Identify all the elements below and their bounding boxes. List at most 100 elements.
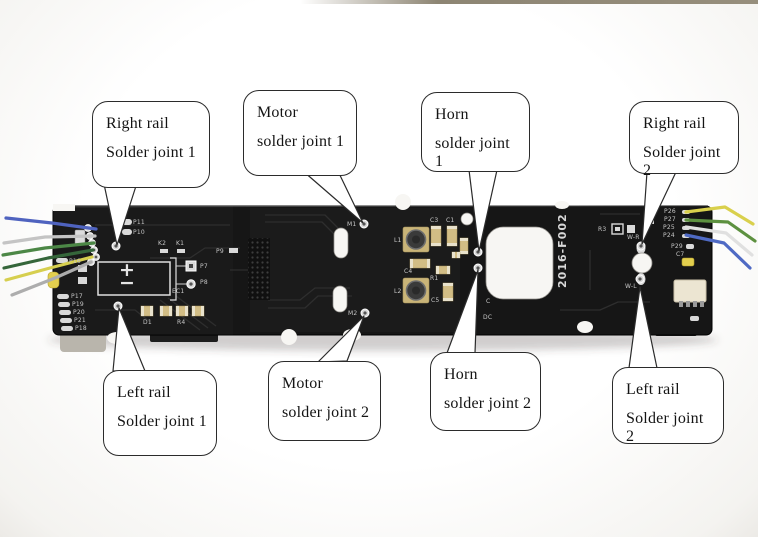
silk-label-p7: P7 xyxy=(200,263,208,270)
left-wire-gray2 xyxy=(10,260,93,297)
callout-text-line: Horn xyxy=(444,366,478,383)
silk-label-c7: C7 xyxy=(676,251,684,258)
silk-label-p16: P16 xyxy=(69,258,81,265)
right-wire-blue xyxy=(684,233,752,270)
callout-text-line: Solder joint 1 xyxy=(117,413,207,430)
callout-horn-solder-joint-1: Horn solder joint 1 xyxy=(421,92,530,172)
solder-joint-right-rail-solder-joint-2 xyxy=(636,241,646,251)
silk-label-c3: C3 xyxy=(430,217,438,224)
silk-label-p17: P17 xyxy=(71,293,83,300)
callout-motor-solder-joint-2: Motor solder joint 2 xyxy=(268,361,381,441)
board-part-number: 2016-F002 xyxy=(556,213,569,288)
callout-text-line: Motor xyxy=(282,375,323,392)
silk-label-c5: C5 xyxy=(431,297,439,304)
battery-plus-symbol: + xyxy=(119,259,135,281)
smd-component xyxy=(451,251,461,259)
callout-text-line: Solder joint 2 xyxy=(643,144,721,179)
board-cutout-speaker xyxy=(485,226,554,300)
silk-label-p8: P8 xyxy=(200,279,208,286)
solder-joint-right-rail-solder-joint-1 xyxy=(111,241,121,251)
battery-outline xyxy=(97,261,171,296)
silk-label-w-r: W-R xyxy=(627,234,640,241)
solder-joint-motor-solder-joint-2 xyxy=(360,308,370,318)
callout-motor-solder-joint-1: Motor solder joint 1 xyxy=(243,90,357,176)
smd-component xyxy=(435,265,451,275)
smd-component xyxy=(446,225,458,247)
inductor xyxy=(402,226,430,253)
callout-text-line: Left rail xyxy=(117,384,171,401)
callout-text-line: solder joint 1 xyxy=(435,135,510,170)
silk-label-p20: P20 xyxy=(73,309,85,316)
silk-label-p18: P18 xyxy=(75,325,87,332)
silk-label-p24: P24 xyxy=(663,232,675,239)
silk-label-p21: P21 xyxy=(74,317,86,324)
silk-label-p19: P19 xyxy=(72,301,84,308)
smd-component xyxy=(140,305,154,317)
wire-connector xyxy=(673,279,707,307)
photo-edge-strip xyxy=(300,0,758,4)
silk-label-l1: L1 xyxy=(394,237,402,244)
silk-label-p27: P27 xyxy=(664,216,676,223)
silk-label-k2: K2 xyxy=(158,240,166,247)
board-hole xyxy=(631,252,653,274)
smd-component xyxy=(191,305,205,317)
callout-text-line: Motor xyxy=(257,104,298,121)
silk-label-d1: D1 xyxy=(143,319,152,326)
left-wire-yellow xyxy=(4,255,94,282)
silk-label-dc: DC xyxy=(483,314,492,321)
silk-label-r1: R1 xyxy=(430,275,438,282)
battery-minus-symbol: − xyxy=(119,272,135,294)
inductor xyxy=(402,277,430,304)
silk-label-c4: C4 xyxy=(404,268,412,275)
callout-horn-solder-joint-2: Horn solder joint 2 xyxy=(430,352,541,431)
silk-label-p11: P11 xyxy=(133,219,145,226)
solder-pad xyxy=(186,279,196,289)
callout-text-line: solder joint 2 xyxy=(444,395,532,412)
solder-joint-left-rail-solder-joint-1 xyxy=(113,301,123,311)
callout-text-line: Right rail xyxy=(106,115,169,132)
silk-label-w-l: W-L xyxy=(625,283,637,290)
silk-label-r4: R4 xyxy=(177,319,185,326)
silk-label-ec1: EC1 xyxy=(172,288,184,295)
silk-label-p10: P10 xyxy=(133,229,145,236)
smd-component xyxy=(409,258,431,269)
right-wire-green xyxy=(684,218,757,243)
solder-joint-left-rail-solder-joint-2 xyxy=(635,274,645,284)
silk-label-p9: P9 xyxy=(216,248,224,255)
callout-text-line: solder joint 2 xyxy=(282,404,370,421)
silk-label-k1: K1 xyxy=(176,240,184,247)
smd-component xyxy=(175,305,189,317)
smd-component xyxy=(430,225,442,247)
silk-label-c: C xyxy=(486,298,490,305)
silk-label-l2: L2 xyxy=(394,288,402,295)
left-wire-blue xyxy=(4,216,98,231)
callout-text-line: Solder joint 1 xyxy=(106,144,196,161)
right-wire-white xyxy=(684,225,754,257)
right-wire-yellow xyxy=(684,205,755,226)
smd-component xyxy=(159,305,173,317)
silk-label-p26: P26 xyxy=(664,208,676,215)
callout-text-line: Horn xyxy=(435,106,469,123)
left-wire-green xyxy=(1,241,96,257)
silk-label-m1: M1 xyxy=(347,221,356,228)
silk-label-c1: C1 xyxy=(446,217,454,224)
callout-text-line: solder joint 1 xyxy=(257,133,345,150)
led-yellow xyxy=(681,257,695,267)
callout-text-line: Left rail xyxy=(626,381,680,398)
callout-text-line: Right rail xyxy=(643,115,706,132)
left-wire-darkgreen xyxy=(2,248,95,270)
left-wire-gray xyxy=(2,234,97,245)
silk-label-m2: M2 xyxy=(348,310,357,317)
smd-component xyxy=(442,282,454,302)
silk-label-p25: P25 xyxy=(663,224,675,231)
silk-label-r3: R3 xyxy=(598,226,606,233)
smd-component xyxy=(459,237,469,255)
solder-joint-horn-solder-joint-1 xyxy=(473,247,483,257)
callout-text-line: Solder joint 2 xyxy=(626,410,704,445)
